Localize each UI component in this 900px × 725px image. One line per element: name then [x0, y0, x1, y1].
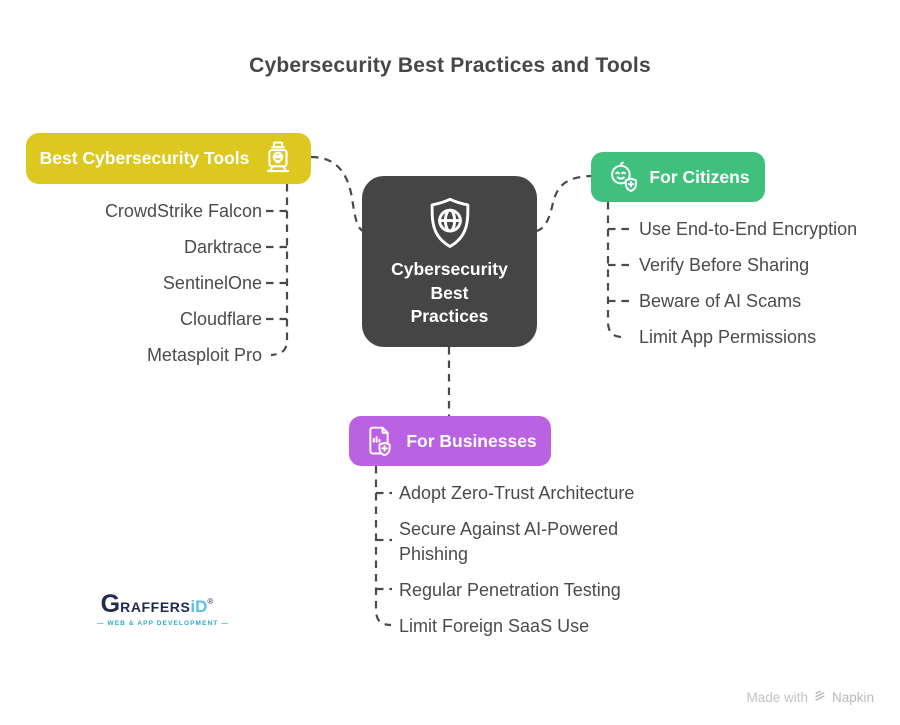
list-item: Metasploit Pro — [146, 344, 262, 365]
center-label-line1: Cybersecurity — [391, 259, 508, 279]
logo-tagline: — WEB & APP DEVELOPMENT — — [97, 620, 229, 627]
connector-citizens-spine — [606, 202, 624, 339]
logo-letter-g: G — [100, 590, 121, 618]
watermark-brand: Napkin — [831, 690, 874, 705]
watermark-prefix: Made with — [746, 690, 808, 705]
list-item: Secure Against AI-Powered Phishing — [399, 518, 619, 564]
graffersid-wordmark: GraffersiD® — [97, 592, 217, 617]
graffersid-logo: GraffersiD® — WEB & APP DEVELOPMENT — — [97, 592, 229, 628]
hacker-laptop-icon — [259, 140, 297, 178]
node-for-businesses: For Businesses — [349, 416, 551, 466]
list-for-citizens: Use End-to-End Encryption Verify Before … — [639, 211, 899, 355]
list-best-cybersecurity-tools: CrowdStrike Falcon Darktrace SentinelOne… — [0, 193, 262, 373]
connector-tools-center — [310, 155, 364, 232]
list-item: Verify Before Sharing — [639, 254, 810, 275]
node-best-cybersecurity-tools: Best Cybersecurity Tools — [26, 133, 311, 184]
shield-globe-icon — [421, 194, 479, 252]
document-shield-icon — [363, 424, 397, 458]
center-node-label: Cybersecurity Best Practices — [391, 258, 508, 329]
list-for-businesses: Adopt Zero-Trust Architecture Secure Aga… — [399, 475, 679, 644]
node-for-citizens: For Citizens — [591, 152, 765, 202]
center-label-line3: Practices — [410, 306, 489, 326]
logo-text-accent: iD — [190, 597, 208, 616]
child-shield-icon — [606, 160, 640, 194]
list-item: Limit Foreign SaaS Use — [399, 615, 590, 636]
center-label-line2: Best — [430, 282, 469, 303]
node-best-cybersecurity-tools-label: Best Cybersecurity Tools — [39, 148, 250, 168]
logo-text-main: raffers — [120, 599, 191, 615]
list-item: Limit App Permissions — [639, 326, 817, 347]
list-item: CrowdStrike Falcon — [104, 200, 262, 221]
list-item: Adopt Zero-Trust Architecture — [399, 482, 635, 503]
napkin-watermark: Made with Napkin — [746, 689, 874, 706]
napkin-logo-icon — [813, 689, 827, 706]
connector-center-citizens — [535, 174, 592, 233]
registered-trademark-symbol: ® — [207, 597, 214, 606]
page-title: Cybersecurity Best Practices and Tools — [249, 54, 651, 77]
connector-tools-spine — [270, 184, 289, 357]
list-item: Regular Penetration Testing — [399, 579, 621, 600]
connector-businesses-spine — [374, 466, 392, 627]
list-item: Use End-to-End Encryption — [639, 218, 858, 239]
list-item: Cloudflare — [179, 308, 262, 329]
node-cybersecurity-best-practices: Cybersecurity Best Practices — [362, 176, 537, 347]
list-item: SentinelOne — [162, 272, 262, 293]
node-for-businesses-label: For Businesses — [406, 430, 537, 451]
list-item: Beware of AI Scams — [639, 290, 802, 311]
node-for-citizens-label: For Citizens — [649, 166, 750, 187]
list-item: Darktrace — [183, 236, 262, 257]
